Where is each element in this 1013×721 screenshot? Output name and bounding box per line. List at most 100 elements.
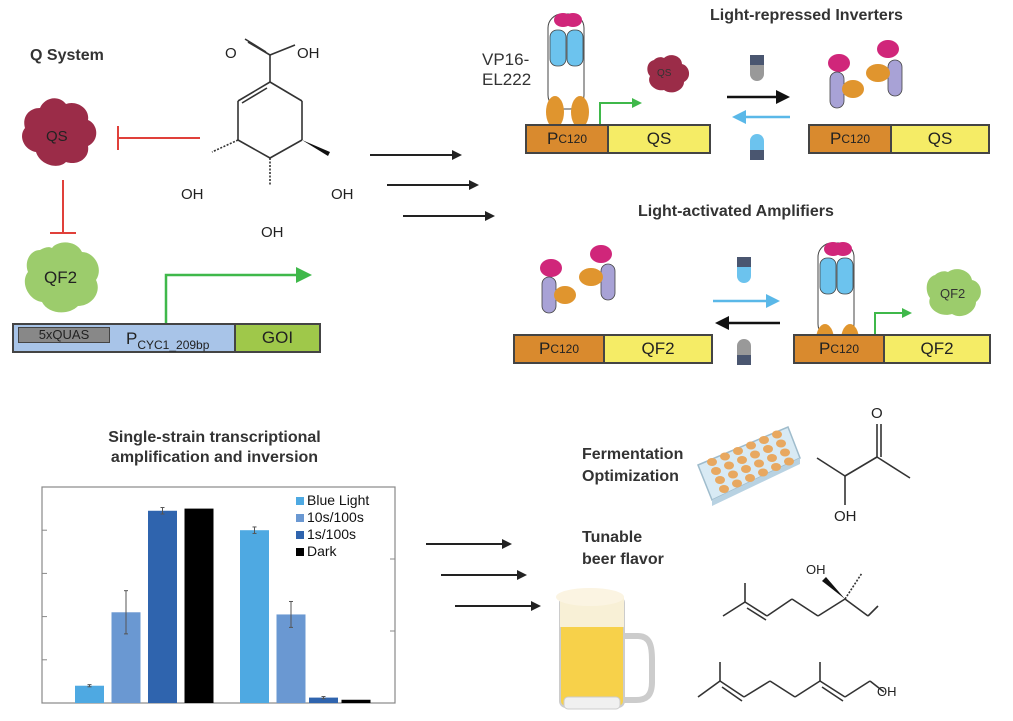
well bbox=[784, 457, 794, 466]
legend-item: Blue Light bbox=[296, 492, 369, 509]
legend-swatch bbox=[296, 513, 304, 522]
promoter-subscript: C120 bbox=[841, 132, 871, 146]
promoter-p: P bbox=[538, 339, 551, 358]
atom-label: OH bbox=[297, 45, 320, 62]
well bbox=[771, 463, 781, 471]
transcription-arrow bbox=[599, 102, 635, 128]
inverters-title: Light-repressed Inverters bbox=[710, 7, 903, 24]
beer-line1: Tunable bbox=[582, 529, 643, 546]
q-system-title: Q System bbox=[30, 47, 104, 64]
legend-label: Dark bbox=[307, 543, 337, 559]
vp16-el222-dimer-icon bbox=[546, 13, 589, 128]
legend-item: 1s/100s bbox=[296, 526, 369, 543]
vp16-el222-label: VP16- EL222 bbox=[482, 50, 531, 90]
well bbox=[776, 439, 786, 448]
chart-title-line2: amplification and inversion bbox=[110, 449, 319, 466]
well bbox=[733, 447, 743, 455]
well bbox=[746, 441, 756, 450]
linalool-molecule bbox=[722, 572, 879, 621]
cyc1-promoter-block: 5xQUAS PCYC1_209bp bbox=[12, 323, 236, 353]
bar-1s-100s-amplifier bbox=[148, 510, 177, 703]
atom-label: O bbox=[871, 405, 883, 422]
promoter-label: PCYC1_209bp bbox=[126, 329, 209, 352]
beer-line2: beer flavor bbox=[582, 551, 664, 568]
legend-item: 10s/100s bbox=[296, 509, 369, 526]
well bbox=[741, 465, 751, 473]
qf2-gene-block: QF2 bbox=[883, 334, 991, 364]
shikimate-molecule bbox=[211, 38, 330, 185]
light-dark-switch-inverter bbox=[727, 55, 790, 160]
qs-product-icon bbox=[647, 55, 690, 93]
transcription-arrow bbox=[874, 312, 905, 335]
beer-flavor-label: Tunable beer flavor bbox=[582, 527, 664, 571]
transcription-arrow bbox=[164, 273, 300, 323]
arrowhead-icon bbox=[632, 98, 642, 108]
atom-label: OH bbox=[834, 508, 857, 525]
well bbox=[758, 468, 768, 477]
promoter-p: P bbox=[818, 339, 831, 358]
wells bbox=[707, 430, 794, 493]
chart-frame bbox=[41, 486, 396, 704]
promoter-subscript: C120 bbox=[830, 342, 860, 356]
fermentation-label: Fermentation Optimization bbox=[582, 444, 683, 488]
el222-label: EL222 bbox=[482, 70, 532, 89]
bar-10s-100s-inverter bbox=[276, 614, 306, 703]
atom-label: OH bbox=[181, 186, 204, 203]
qf2-protein-icon bbox=[24, 242, 99, 313]
beer-mug-icon bbox=[556, 588, 655, 710]
well bbox=[719, 485, 729, 493]
well bbox=[728, 470, 738, 479]
promoter-p: P bbox=[546, 129, 559, 148]
atom-label: O bbox=[225, 45, 237, 62]
well bbox=[780, 448, 790, 457]
fermentation-line1: Fermentation bbox=[582, 446, 684, 463]
legend-swatch bbox=[296, 530, 304, 539]
bar-blue-light-inverter bbox=[240, 530, 269, 703]
bar-dark-inverter bbox=[341, 699, 371, 703]
arrowhead-icon bbox=[902, 308, 912, 318]
well bbox=[767, 454, 777, 462]
light-dark-switch-amplifier bbox=[713, 257, 780, 365]
promoter-p: P bbox=[126, 329, 138, 348]
atom-label: OH bbox=[331, 186, 354, 203]
bar-dark-amplifier bbox=[184, 508, 214, 703]
well bbox=[707, 458, 717, 466]
well bbox=[772, 430, 782, 439]
qf2-product-label: QF2 bbox=[940, 286, 966, 301]
promoter-subscript: CYC1_209bp bbox=[137, 338, 210, 352]
well bbox=[750, 450, 760, 459]
atom-label: OH bbox=[877, 684, 897, 699]
geraniol-molecule bbox=[697, 662, 885, 702]
chart-title: Single-strain transcriptional amplificat… bbox=[92, 428, 337, 468]
transition-arrows-top bbox=[370, 150, 495, 221]
qf2-label: QF2 bbox=[44, 268, 78, 287]
qs-gene-block: QS bbox=[890, 124, 990, 154]
amplifiers-title: Light-activated Amplifiers bbox=[638, 203, 834, 220]
promoter-subscript: C120 bbox=[558, 132, 588, 146]
el222-monomers-icon bbox=[828, 40, 903, 109]
acetoin-molecule bbox=[816, 424, 911, 505]
legend-label: 1s/100s bbox=[307, 526, 357, 542]
fermentation-line2: Optimization bbox=[582, 468, 679, 485]
atom-label: OH bbox=[261, 224, 284, 241]
qs-label: QS bbox=[46, 128, 68, 145]
well bbox=[759, 436, 769, 444]
well bbox=[763, 445, 773, 453]
bar-chart bbox=[41, 486, 396, 704]
well bbox=[745, 474, 755, 482]
vp16-label: VP16- bbox=[482, 50, 530, 69]
well bbox=[711, 467, 721, 475]
bar-blue-light-amplifier bbox=[75, 685, 104, 703]
promoter-p: P bbox=[829, 129, 842, 148]
chart-title-line1: Single-strain transcriptional bbox=[108, 429, 321, 446]
atom-label: OH bbox=[806, 562, 826, 577]
legend-label: 10s/100s bbox=[307, 509, 364, 525]
bar-1s-100s-inverter bbox=[309, 697, 338, 703]
qs-product-label: QS bbox=[657, 68, 672, 79]
qf2-gene-block: QF2 bbox=[603, 334, 713, 364]
legend-swatch bbox=[296, 496, 304, 505]
